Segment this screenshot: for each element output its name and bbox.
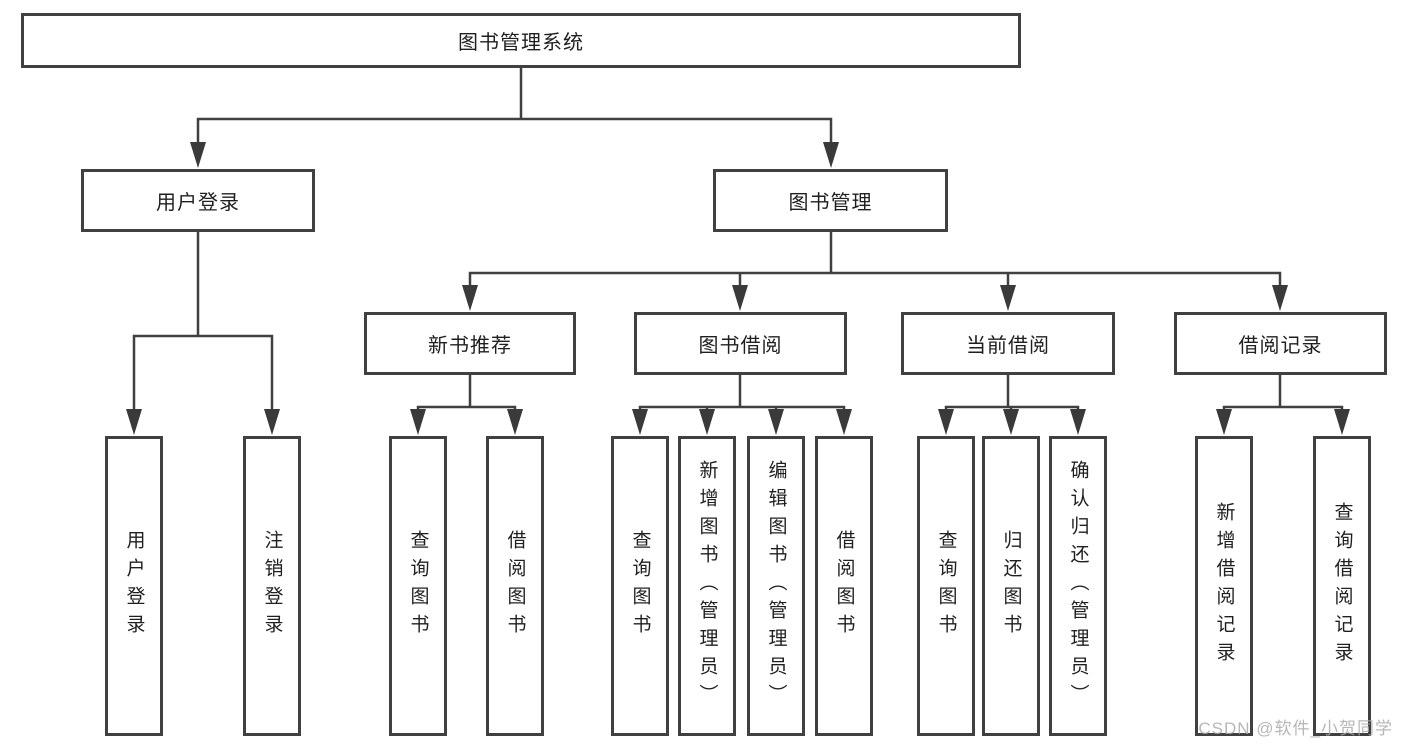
node-book-borrow: 图书借阅	[634, 312, 847, 375]
leaf-current-confirm-admin: 确认归还（管理员）	[1049, 436, 1107, 736]
node-book-management: 图书管理	[713, 169, 948, 232]
node-borrow-records: 借阅记录	[1174, 312, 1387, 375]
arrow-down-icon	[732, 285, 748, 311]
leaf-records-add: 新增借阅记录	[1195, 436, 1253, 736]
arrow-down-icon	[1272, 285, 1288, 311]
arrow-down-icon	[1070, 409, 1086, 435]
arrow-down-icon	[768, 409, 784, 435]
arrow-down-icon	[1003, 409, 1019, 435]
arrow-down-icon	[823, 142, 839, 168]
leaf-records-query: 查询借阅记录	[1313, 436, 1371, 736]
arrow-down-icon	[836, 409, 852, 435]
arrow-down-icon	[938, 409, 954, 435]
watermark: CSDN @软件_小贺同学	[1198, 719, 1393, 738]
arrow-down-icon	[507, 409, 523, 435]
arrow-down-icon	[410, 409, 426, 435]
leaf-user-login: 用户登录	[105, 436, 163, 736]
arrow-down-icon	[126, 409, 142, 435]
node-new-book-recommend: 新书推荐	[364, 312, 576, 375]
node-current-borrow: 当前借阅	[901, 312, 1115, 375]
leaf-newbook-query: 查询图书	[389, 436, 447, 736]
arrow-down-icon	[632, 409, 648, 435]
leaf-newbook-borrow: 借阅图书	[486, 436, 544, 736]
leaf-borrow-borrow: 借阅图书	[815, 436, 873, 736]
leaf-current-query: 查询图书	[917, 436, 975, 736]
arrow-down-icon	[1334, 409, 1350, 435]
leaf-borrow-add-admin: 新增图书（管理员）	[678, 436, 736, 736]
arrow-down-icon	[699, 409, 715, 435]
arrow-down-icon	[462, 285, 478, 311]
arrow-down-icon	[264, 409, 280, 435]
leaf-logout: 注销登录	[243, 436, 301, 736]
arrow-down-icon	[1000, 285, 1016, 311]
leaf-borrow-edit-admin: 编辑图书（管理员）	[747, 436, 805, 736]
leaf-current-return: 归还图书	[982, 436, 1040, 736]
leaf-borrow-query: 查询图书	[611, 436, 669, 736]
arrow-down-icon	[190, 142, 206, 168]
node-root: 图书管理系统	[21, 13, 1021, 68]
node-user-login: 用户登录	[81, 169, 315, 232]
arrow-down-icon	[1216, 409, 1232, 435]
